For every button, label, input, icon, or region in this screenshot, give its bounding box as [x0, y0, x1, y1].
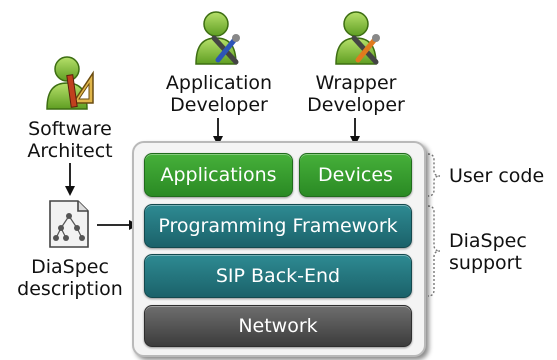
backend-label: SIP Back-End: [215, 265, 341, 287]
framework-layer: Programming Framework: [144, 204, 412, 248]
applications-label: Applications: [160, 164, 277, 186]
support-brace: [427, 205, 441, 297]
framework-label: Programming Framework: [158, 215, 398, 237]
architecture-stack: Applications Devices Programming Framewo…: [132, 141, 426, 357]
app-developer-label: Application Developer: [165, 72, 273, 116]
user-code-brace: [427, 153, 441, 197]
backend-layer: SIP Back-End: [144, 254, 412, 298]
wrapper-developer-icon: [332, 8, 386, 66]
support-label: DiaSpec support: [449, 230, 527, 274]
applications-layer: Applications: [144, 153, 293, 197]
architect-icon: [43, 53, 97, 111]
network-layer: Network: [144, 305, 412, 347]
devices-layer: Devices: [299, 153, 412, 197]
wrapper-developer-label: Wrapper Developer: [307, 72, 405, 116]
devices-label: Devices: [318, 164, 393, 186]
app-developer-icon: [192, 8, 246, 66]
architect-label: Software Architect: [27, 118, 113, 162]
network-label: Network: [238, 315, 318, 337]
user-code-label: User code: [449, 165, 545, 187]
document-icon: [47, 199, 91, 249]
document-label: DiaSpec description: [17, 256, 123, 300]
